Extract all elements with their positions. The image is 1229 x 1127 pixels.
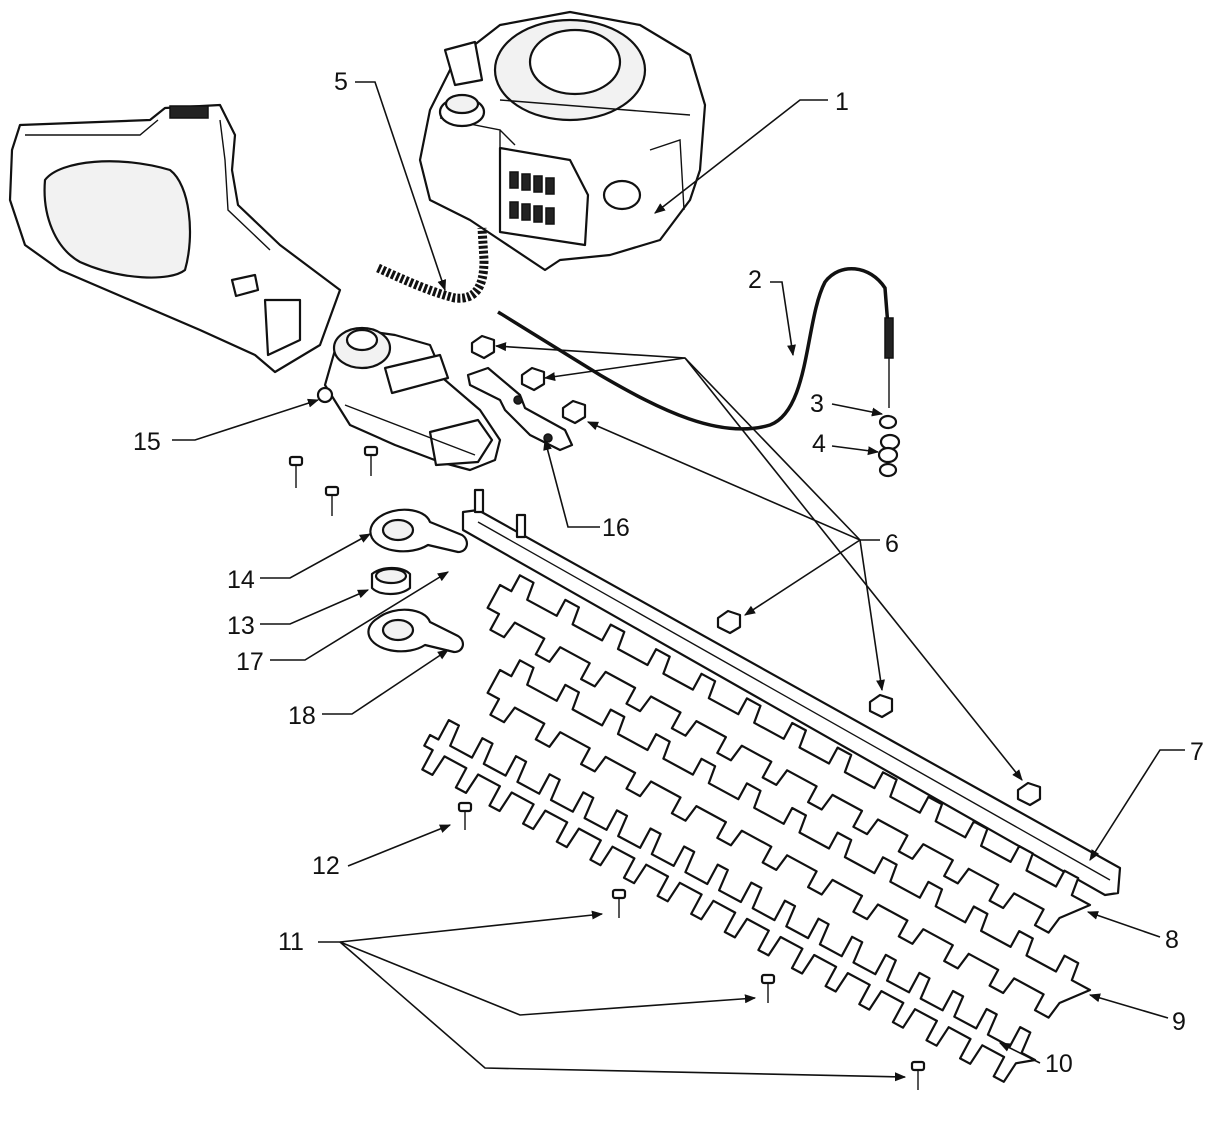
callout-12: 12 <box>312 852 340 880</box>
callout-15: 15 <box>133 428 161 456</box>
callout-7: 7 <box>1190 738 1204 766</box>
engine <box>418 10 707 272</box>
lower-blade <box>421 719 1037 1083</box>
callout-17: 17 <box>236 648 264 676</box>
callout-14: 14 <box>227 566 255 594</box>
callout-6: 6 <box>885 530 899 558</box>
callout-11: 11 <box>278 928 304 956</box>
callout-labels: 1 2 3 4 5 6 7 8 9 10 11 12 13 14 15 16 1… <box>133 68 1204 1078</box>
leader-lines <box>172 81 1185 1082</box>
fuel-line <box>376 227 489 303</box>
callout-18: 18 <box>288 702 316 730</box>
throttle-cable <box>497 267 894 435</box>
callout-1: 1 <box>835 88 849 116</box>
upper-blade <box>486 574 1092 934</box>
middle-blade <box>486 659 1092 1019</box>
eccentric-links <box>367 508 468 654</box>
callout-8: 8 <box>1165 926 1179 954</box>
blade-bar <box>461 488 1122 897</box>
callout-2: 2 <box>748 266 762 294</box>
callout-13: 13 <box>227 612 255 640</box>
blade-screws <box>457 801 926 1090</box>
gearbox <box>316 326 502 472</box>
hex-nuts <box>470 334 1042 807</box>
callout-16: 16 <box>602 514 630 542</box>
rear-handle <box>8 103 342 374</box>
callout-10: 10 <box>1045 1050 1073 1078</box>
cable-nuts <box>877 414 901 478</box>
gearbox-screws <box>288 445 379 516</box>
callout-3: 3 <box>810 390 824 418</box>
callout-5: 5 <box>334 68 348 96</box>
callout-9: 9 <box>1172 1008 1186 1036</box>
callout-4: 4 <box>812 430 826 458</box>
